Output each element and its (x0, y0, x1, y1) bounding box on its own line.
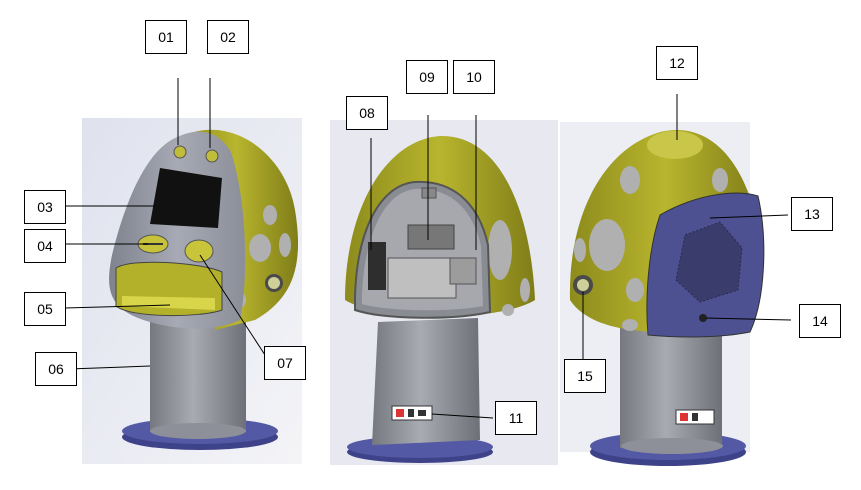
callout-02: 02 (207, 20, 249, 54)
callout-10: 10 (453, 60, 495, 94)
callout-03: 03 (24, 190, 66, 224)
callout-04: 04 (24, 229, 66, 263)
callout-01: 01 (145, 20, 187, 54)
pedestal-pole (150, 310, 246, 432)
callout-07: 07 (264, 346, 306, 380)
leader-lines (64, 78, 792, 419)
inner-printer (368, 242, 386, 290)
kiosk-front-view (109, 129, 299, 450)
callout-12: 12 (656, 46, 698, 80)
callout-06: 06 (35, 352, 77, 386)
callout-13: 13 (791, 197, 833, 231)
screen (150, 168, 222, 228)
callout-08: 08 (346, 96, 388, 130)
kiosk-open-view (345, 135, 535, 463)
rear-lock (699, 314, 707, 322)
back-pole (620, 320, 722, 448)
callout-15: 15 (564, 359, 606, 393)
callout-09: 09 (406, 60, 448, 94)
open-pole (372, 318, 480, 445)
callout-11: 11 (495, 401, 537, 435)
kiosk-back-view (569, 130, 765, 466)
callout-05: 05 (24, 292, 66, 326)
callout-14: 14 (799, 304, 841, 338)
